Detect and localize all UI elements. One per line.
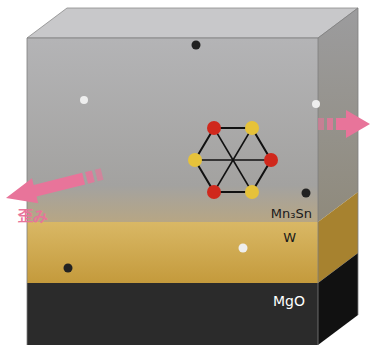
top-face [27, 8, 358, 38]
block-edge [318, 8, 358, 315]
strain-arrow-left [3, 161, 105, 210]
hexagon-lattice [188, 121, 278, 199]
layer-label: MgO [273, 294, 305, 309]
w-front-face [27, 222, 318, 283]
mgo-side-face [318, 253, 358, 345]
block-edge [27, 38, 318, 345]
strain-arrow-right [318, 110, 370, 138]
mn3sn-front-face [27, 38, 318, 222]
mgo-layer: MgO [27, 283, 318, 345]
atoms [64, 41, 321, 273]
mn3sn-layer: Mn₃Sn [27, 38, 318, 222]
layer-label: W [283, 231, 296, 245]
w-layer: W [27, 222, 318, 283]
mgo-front-face [27, 283, 318, 345]
strain-label: 歪み [18, 207, 48, 226]
layer-label: Mn₃Sn [271, 207, 312, 221]
